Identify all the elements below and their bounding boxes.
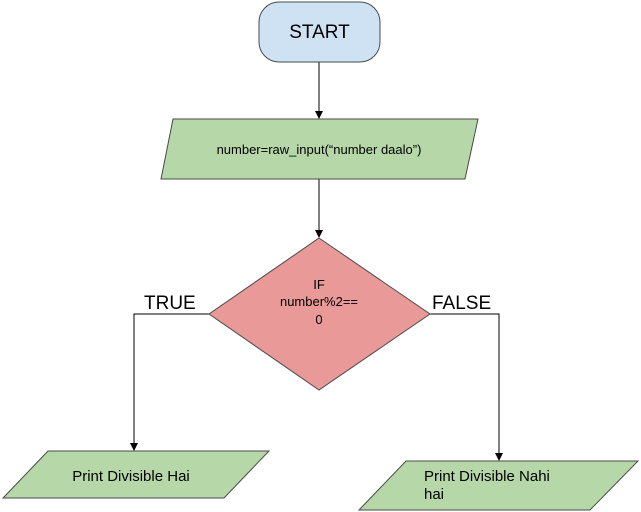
start-node: START bbox=[258, 1, 381, 63]
decision-line-2: number%2== bbox=[280, 294, 358, 309]
input-label: number=raw_input(“number daalo”) bbox=[217, 142, 422, 157]
arrowhead-false-output bbox=[495, 453, 503, 461]
input-node: number=raw_input(“number daalo”) bbox=[160, 118, 479, 180]
false-output-line-1: Print Divisible Nahi bbox=[424, 468, 550, 485]
arrowhead-true-output bbox=[130, 443, 138, 451]
input-shape bbox=[160, 118, 479, 180]
connectors bbox=[130, 62, 503, 461]
edge-true-branch bbox=[133, 313, 209, 444]
false-output-line-2: hai bbox=[424, 486, 444, 503]
edge-false-branch bbox=[430, 313, 500, 454]
start-shape bbox=[258, 1, 381, 63]
start-label: START bbox=[289, 22, 350, 43]
false-output-node: Print Divisible Nahi hai bbox=[357, 460, 640, 511]
true-branch-label: TRUE bbox=[144, 293, 196, 314]
decision-shape bbox=[208, 237, 431, 391]
decision-line-1: IF bbox=[313, 277, 325, 292]
false-branch-label: FALSE bbox=[432, 293, 491, 314]
true-output-label: Print Divisible Hai bbox=[72, 468, 190, 485]
false-output-shape bbox=[357, 460, 640, 511]
arrowhead-input bbox=[315, 111, 323, 119]
true-output-node: Print Divisible Hai bbox=[1, 450, 271, 499]
decision-node: IF number%2== 0 bbox=[208, 237, 431, 391]
true-output-shape bbox=[1, 450, 271, 499]
arrowhead-decision bbox=[315, 230, 323, 238]
decision-line-3: 0 bbox=[315, 312, 322, 327]
